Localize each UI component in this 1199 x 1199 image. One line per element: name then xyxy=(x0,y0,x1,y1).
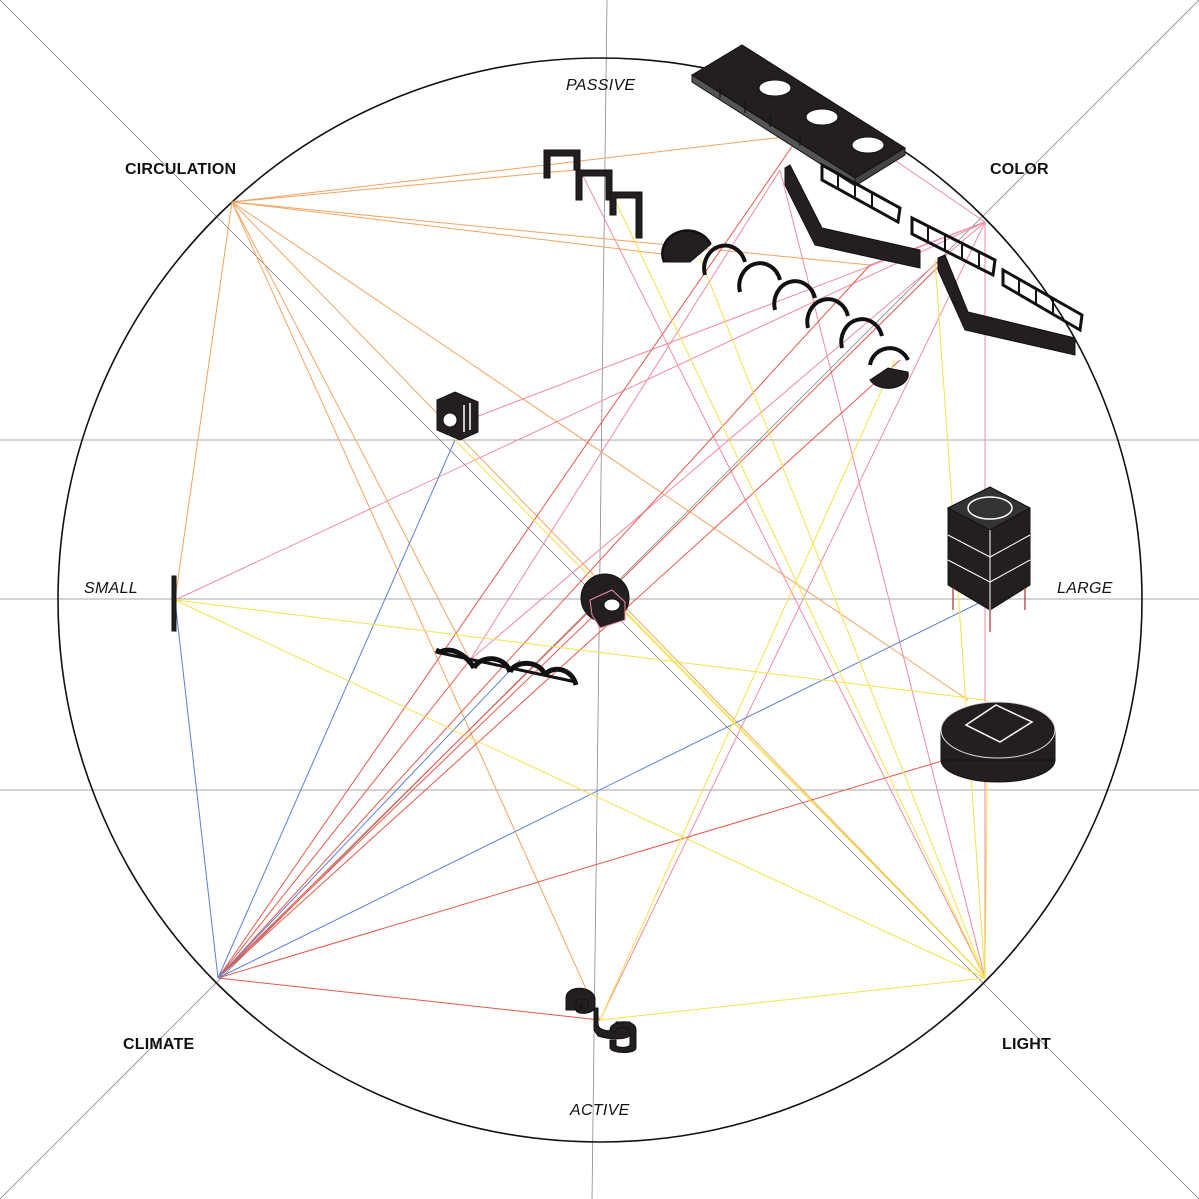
link xyxy=(231,201,871,266)
link xyxy=(217,599,986,979)
link xyxy=(217,659,521,979)
link xyxy=(599,359,896,1021)
boundary-circle xyxy=(57,57,1143,1143)
link xyxy=(217,134,801,979)
axis-label-small: SMALL xyxy=(84,580,138,597)
axis-label-active: ACTIVE xyxy=(570,1102,630,1119)
round-basin-icon xyxy=(940,701,1056,783)
light-links xyxy=(174,199,989,1021)
stepped-frames-icon xyxy=(543,149,643,239)
tower-icon xyxy=(946,486,1032,632)
color-links xyxy=(174,149,986,1021)
objects xyxy=(171,44,1084,1053)
overhead-beam-icon xyxy=(691,44,906,187)
link xyxy=(614,199,986,979)
link xyxy=(599,221,986,1021)
vertical-bar-icon xyxy=(171,575,177,632)
link xyxy=(599,977,986,1021)
link xyxy=(879,149,986,223)
link xyxy=(231,201,969,701)
axis-label-large: LARGE xyxy=(1057,580,1113,597)
category-label-circulation: CIRCULATION xyxy=(125,161,237,178)
link xyxy=(231,201,601,1021)
link xyxy=(454,439,986,979)
central-pod-icon xyxy=(580,573,630,629)
link xyxy=(231,201,696,259)
category-label-climate: CLIMATE xyxy=(123,1036,195,1053)
circulation-links xyxy=(174,134,986,1021)
link xyxy=(217,759,946,979)
climate-blue-links xyxy=(174,439,986,979)
link xyxy=(469,221,986,661)
link xyxy=(217,977,601,1021)
link xyxy=(174,201,233,601)
link xyxy=(469,169,781,661)
link xyxy=(217,264,871,979)
link xyxy=(231,169,576,203)
link xyxy=(569,149,986,979)
link xyxy=(174,599,986,979)
link xyxy=(174,599,219,979)
link xyxy=(174,221,986,601)
angled-wall-icon xyxy=(784,164,1076,356)
link xyxy=(174,599,986,701)
link xyxy=(699,257,986,979)
link xyxy=(934,259,986,979)
category-label-light: LIGHT xyxy=(1002,1036,1051,1053)
category-label-color: COLOR xyxy=(990,161,1049,178)
window-frames-icon xyxy=(820,162,1084,333)
s-bench-icon xyxy=(565,987,637,1053)
climate-links xyxy=(217,134,946,1021)
link xyxy=(217,264,941,979)
link xyxy=(231,134,801,203)
link xyxy=(231,201,471,661)
connection-lines xyxy=(174,134,989,1021)
link xyxy=(217,659,471,979)
link xyxy=(217,439,456,979)
axis-label-passive: PASSIVE xyxy=(566,77,636,94)
link xyxy=(217,597,613,979)
arch-canopy-icon xyxy=(434,647,579,686)
cube-module-icon xyxy=(436,391,479,441)
arch-end-caps xyxy=(662,230,909,389)
